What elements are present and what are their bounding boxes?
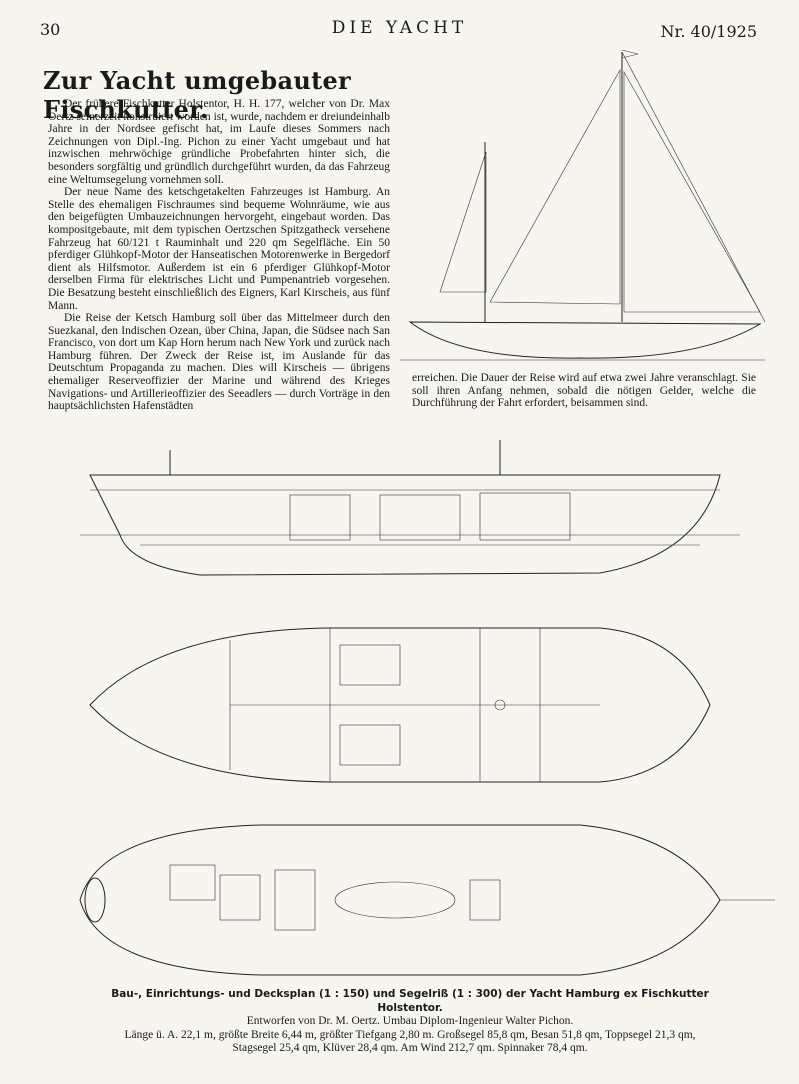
sail-plan-drawing [400, 49, 765, 361]
caption-sail-areas: Stagsegel 25,4 qm, Klüver 28,4 qm. Am Wi… [232, 1042, 588, 1055]
profile-drawing [80, 440, 740, 576]
article-continuation: erreichen. Die Dauer der Reise wird auf … [412, 372, 756, 410]
caption-dimensions: Länge ü. A. 22,1 m, größte Breite 6,44 m… [124, 1028, 696, 1041]
article-body: Der frühere Fischkutter Holstentor, H. H… [48, 98, 390, 413]
page-header: 30 DIE YACHT Nr. 40/1925 [0, 14, 799, 44]
figure-caption: Bau-, Einrichtungs- und Decksplan (1 : 1… [80, 988, 740, 1056]
paragraph: Die Reise der Ketsch Hamburg soll über d… [48, 312, 390, 413]
issue-number: Nr. 40/1925 [660, 22, 757, 41]
accommodation-plan-drawing [89, 627, 711, 783]
deck-plan-drawing [79, 824, 775, 976]
caption-author: Entworfen von Dr. M. Oertz. Umbau Diplom… [246, 1015, 574, 1028]
magazine-name: DIE YACHT [331, 18, 468, 38]
paragraph: Der frühere Fischkutter Holstentor, H. H… [48, 98, 390, 186]
page-number: 30 [40, 20, 61, 39]
caption-title: Bau-, Einrichtungs- und Decksplan (1 : 1… [111, 988, 709, 1014]
paragraph: Der neue Name des ketschgetakelten Fahrz… [48, 186, 390, 312]
article-title: Zur Yacht umgebauter Fischkutter. [43, 66, 351, 124]
paragraph: erreichen. Die Dauer der Reise wird auf … [412, 372, 756, 410]
